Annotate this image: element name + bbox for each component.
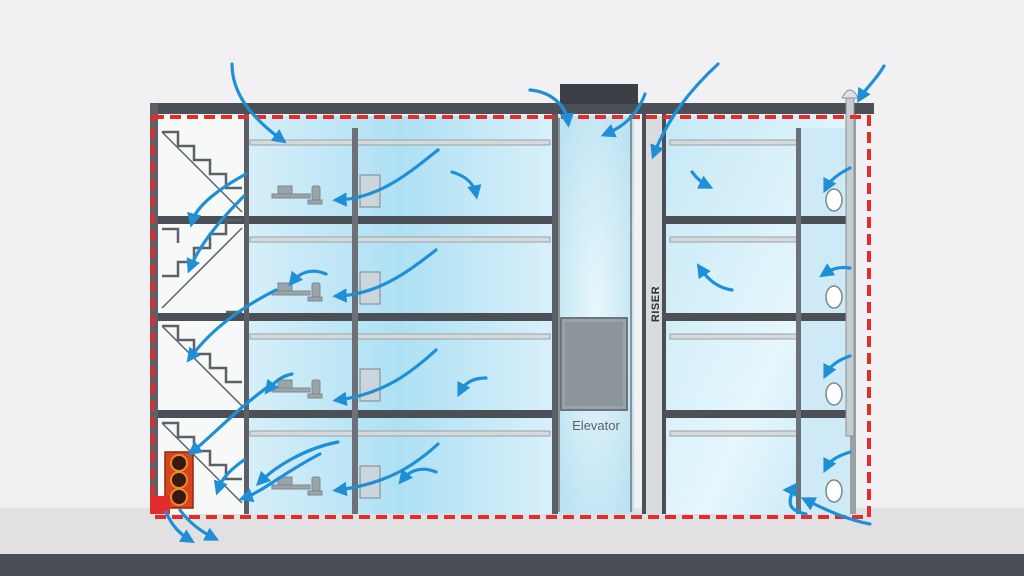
riser-label: RISER xyxy=(650,286,662,322)
elevator-shaft xyxy=(556,116,634,514)
ceiling-lights xyxy=(249,139,799,437)
toilet-icon xyxy=(825,188,843,503)
rooftop-unit-icon xyxy=(560,84,638,104)
blower-door-fan-icon xyxy=(150,451,194,514)
road xyxy=(0,554,1024,576)
office-desk-icon xyxy=(271,185,311,490)
elevator-label: Elevator xyxy=(572,418,620,433)
riser-shaft xyxy=(644,116,664,514)
envelope-boundary xyxy=(151,115,871,519)
elevator-car xyxy=(560,317,628,411)
office-chair-icon xyxy=(307,185,323,496)
airflow-arrows xyxy=(164,62,886,543)
